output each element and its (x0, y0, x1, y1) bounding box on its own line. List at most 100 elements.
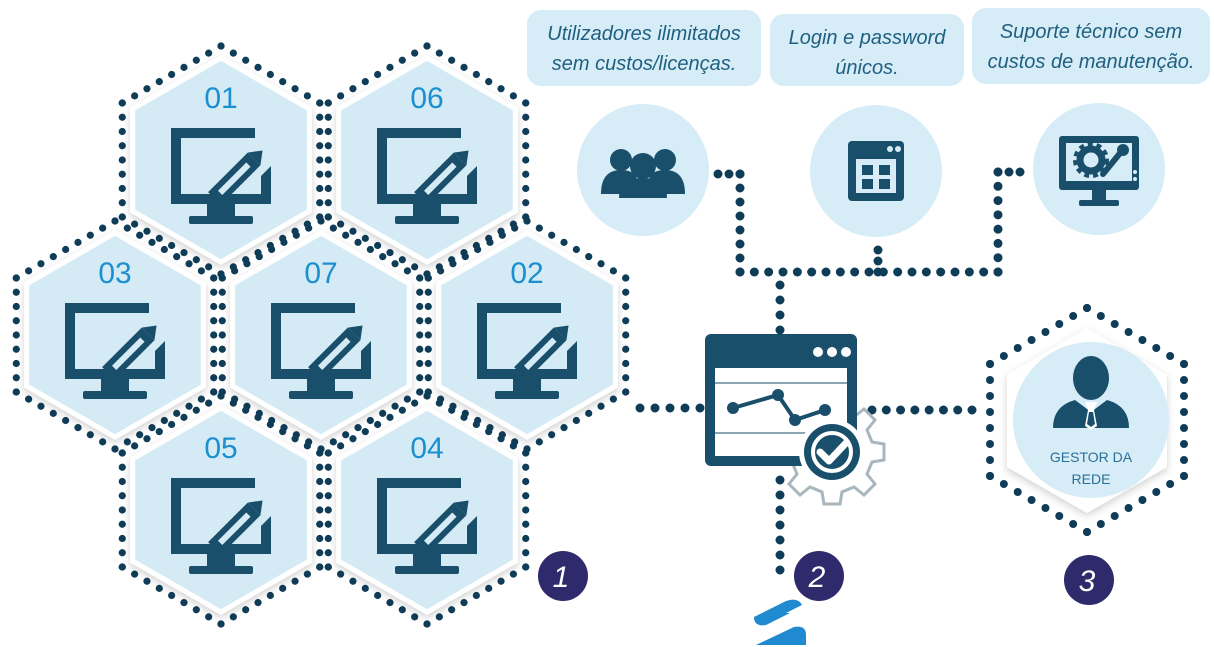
connector-dot (324, 127, 332, 136)
connector-dot (12, 274, 20, 282)
connector-dot (850, 267, 860, 277)
connector-dot (131, 220, 139, 228)
connector-dot (99, 224, 107, 232)
connector-dot (118, 127, 126, 136)
connector-dot (173, 409, 181, 417)
connector-dot (143, 85, 151, 93)
connector-dot (231, 267, 239, 275)
connector-dot (324, 477, 332, 486)
connector-dot (424, 345, 432, 353)
dotted-connectors (12, 42, 1025, 628)
connector-dot (342, 431, 350, 439)
connector-dot (986, 360, 995, 368)
connector-dot (123, 224, 131, 232)
connector-dot (316, 199, 324, 207)
connector-dot (416, 388, 424, 396)
connector-dot (316, 477, 324, 486)
connector-dot (210, 331, 218, 339)
connector-dot (349, 577, 357, 585)
connector-dot (118, 520, 126, 528)
connector-dot (986, 472, 995, 480)
connector-dot (205, 49, 213, 57)
connector-dot (254, 599, 262, 607)
connector-dot (168, 591, 176, 600)
connector-dot (118, 492, 126, 500)
workstation-hex (436, 230, 618, 440)
connector-dot (572, 416, 580, 425)
connector-dot (279, 428, 287, 436)
connector-dot (1124, 328, 1133, 336)
connector-dot (268, 245, 276, 254)
connector-dot (460, 63, 468, 71)
connector-dot (775, 565, 785, 575)
connector-dot (1124, 504, 1133, 512)
connector-dot (1179, 408, 1188, 416)
connector-dot (474, 245, 482, 254)
connector-dot (735, 211, 745, 221)
connector-dot (316, 549, 324, 557)
connector-dot (622, 359, 630, 368)
connector-dot (254, 413, 262, 421)
connector-dot (509, 570, 517, 578)
connector-dot (713, 169, 723, 179)
connector-dot (775, 505, 785, 515)
connector-dot (424, 359, 432, 368)
connector-dot (192, 256, 200, 264)
connector-dot (522, 449, 530, 457)
connector-dot (180, 249, 188, 257)
connector-dot (650, 403, 660, 413)
connector-dot (403, 267, 411, 275)
feature-unique-login: Login e password únicos. (770, 14, 964, 237)
connector-dot (986, 456, 995, 464)
connector-dot (386, 249, 394, 257)
connector-dot (411, 613, 419, 621)
connector-dot (792, 267, 802, 277)
connector-dot (12, 359, 20, 368)
connector-dot (411, 49, 419, 57)
connector-dot (835, 267, 845, 277)
connector-dot (979, 267, 989, 277)
connector-dot (622, 345, 630, 353)
connector-dot (1179, 424, 1188, 432)
connector-dot (111, 217, 119, 225)
feature-line2: custos de manutenção. (988, 51, 1195, 73)
feature-line2: sem custos/licenças. (552, 53, 737, 75)
connector-dot (349, 227, 357, 235)
connector-dot (218, 274, 226, 282)
connector-dot (449, 260, 457, 268)
connector-dot (180, 63, 188, 71)
connector-dot (416, 317, 424, 325)
connector-dot (509, 92, 517, 100)
connector-dot (131, 442, 139, 450)
connector-dot (37, 402, 45, 410)
connector-dot (74, 238, 82, 246)
connector-dot (136, 431, 144, 439)
connector-dot (291, 85, 299, 93)
connector-dot (324, 534, 332, 543)
connector-dot (993, 210, 1003, 220)
connector-dot (210, 274, 218, 282)
connector-dot (316, 492, 324, 500)
connector-dot (118, 170, 126, 178)
connector-dot (597, 402, 605, 410)
connector-dot (118, 534, 126, 543)
connector-dot (437, 267, 445, 275)
app-window-icon (848, 141, 904, 201)
manager-user-icon (1053, 356, 1129, 430)
connector-dot (143, 435, 151, 443)
connector-dot (424, 317, 432, 325)
connector-dot (735, 225, 745, 235)
connector-dot (1179, 472, 1188, 480)
connector-dot (62, 416, 70, 425)
connector-dot (279, 584, 287, 592)
connector-dot (907, 267, 917, 277)
connector-dot (424, 302, 432, 311)
connector-dot (197, 267, 205, 275)
connector-dot (316, 170, 324, 178)
connector-dot (950, 267, 960, 277)
connector-dot (896, 405, 906, 415)
connector-dot (775, 550, 785, 560)
connector-dot (735, 267, 745, 277)
connector-dot (155, 584, 163, 592)
connector-dot (324, 563, 332, 571)
